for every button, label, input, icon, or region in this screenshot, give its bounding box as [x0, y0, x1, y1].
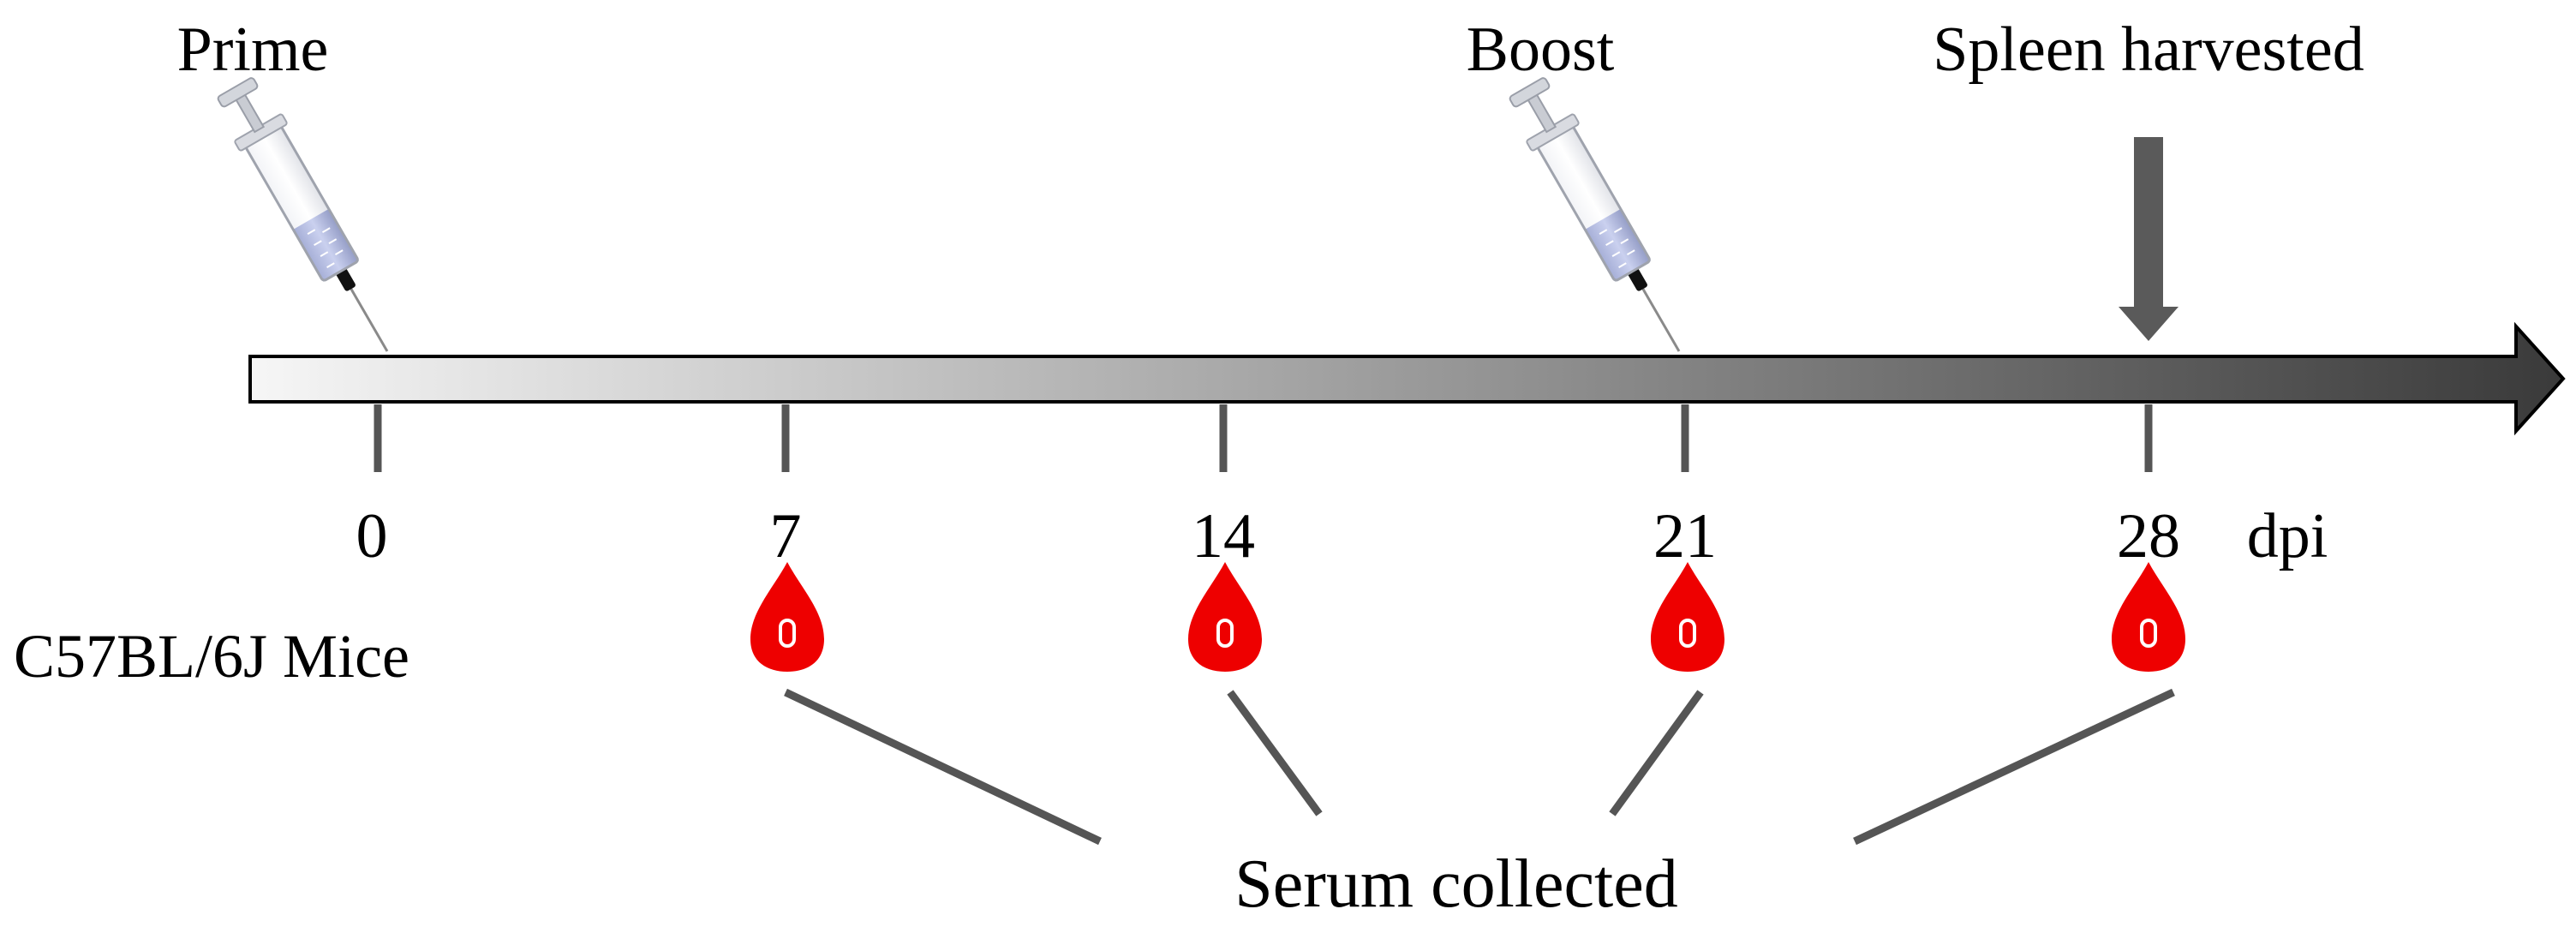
harvest-down-arrow-icon	[2119, 137, 2179, 341]
axis-ticks	[374, 404, 2153, 472]
connector-14	[1227, 690, 1323, 816]
connector-28	[1853, 688, 2175, 846]
tick-label-14: 14	[1192, 501, 1255, 571]
serum-connectors	[784, 688, 2175, 846]
tick-label-7: 7	[770, 501, 802, 571]
tick-label-21: 21	[1653, 501, 1717, 571]
timeline-axis-arrow	[248, 321, 2566, 436]
tick-label-0: 0	[356, 501, 388, 571]
spleen-harvested-label: Spleen harvested	[1933, 15, 2364, 85]
prime-syringe-icon	[209, 72, 389, 353]
connector-21	[1609, 690, 1704, 816]
boost-label: Boost	[1467, 15, 1615, 85]
boost-syringe-icon	[1501, 72, 1681, 353]
serum-collected-label: Serum collected	[1234, 846, 1678, 922]
subject-label: C57BL/6J Mice	[14, 622, 409, 691]
tick-label-28: 28	[2117, 501, 2180, 571]
unit-label-dpi: dpi	[2247, 501, 2328, 571]
blood-drop-icon-21	[1649, 560, 1726, 673]
blood-drop-icon-14	[1186, 560, 1264, 673]
blood-drop-icon-7	[749, 560, 826, 673]
blood-drop-icon-28	[2110, 560, 2187, 673]
prime-label: Prime	[177, 15, 329, 85]
connector-7	[784, 688, 1102, 846]
